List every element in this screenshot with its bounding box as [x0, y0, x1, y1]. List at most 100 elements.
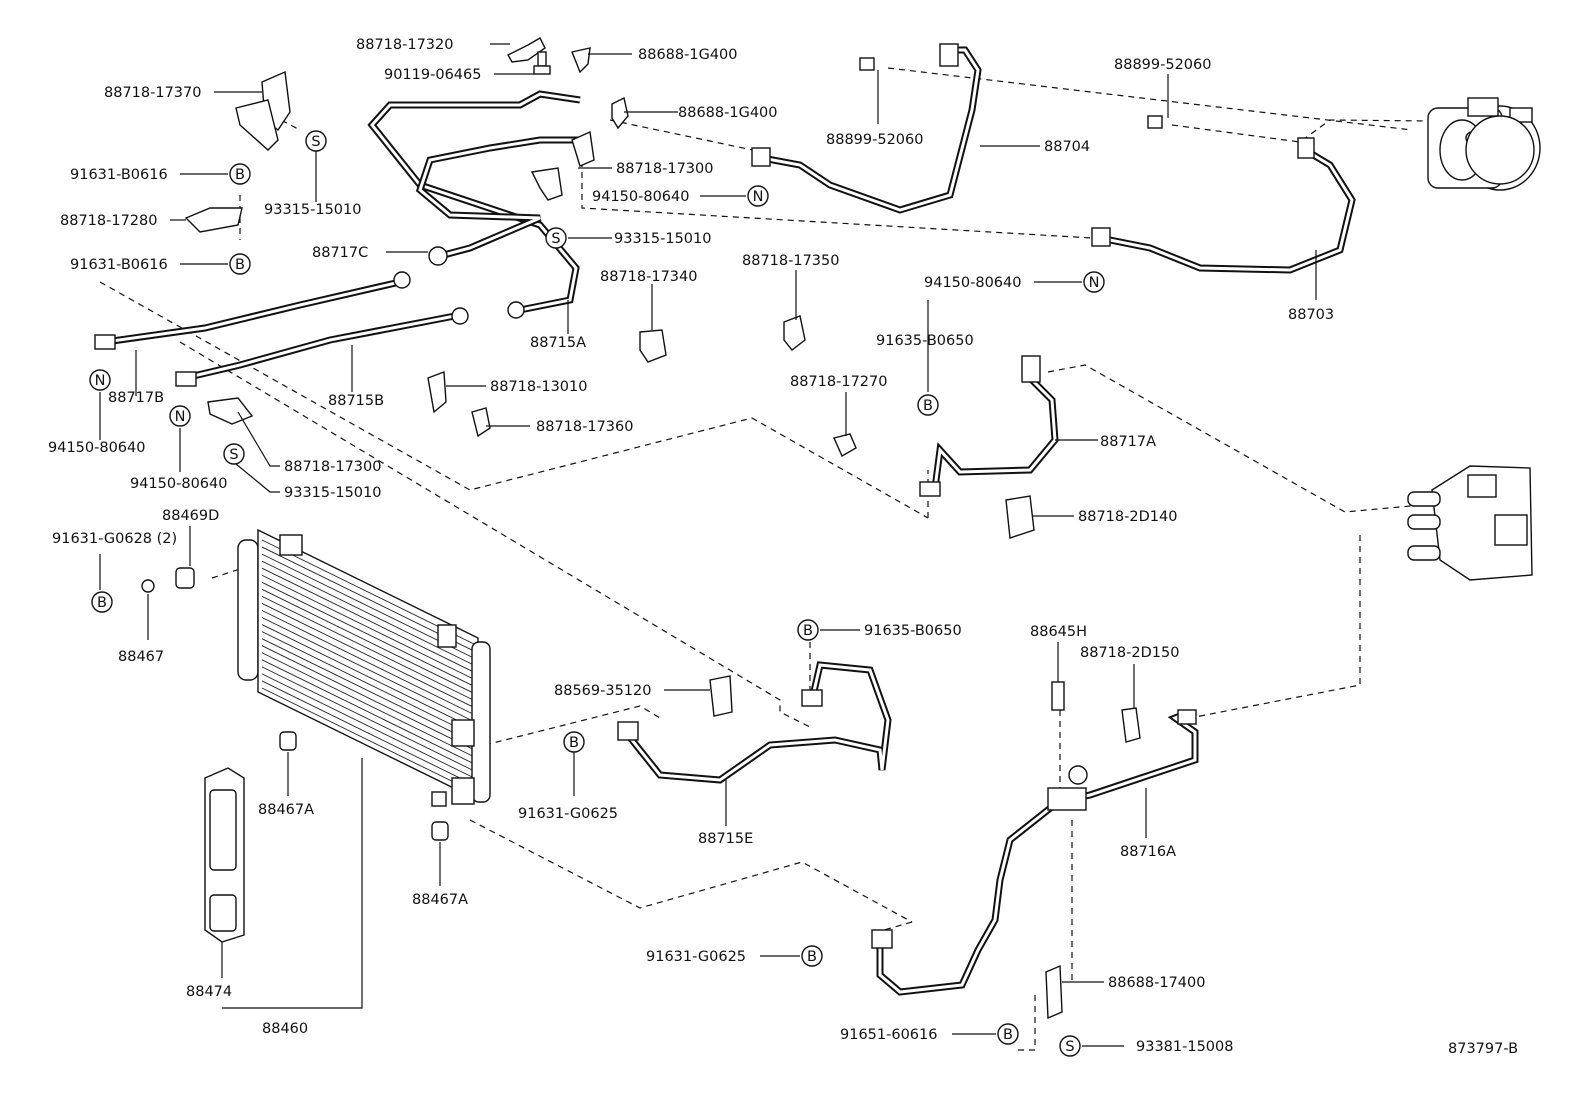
bolt-symbol-text: B — [1003, 1027, 1013, 1043]
stud-symbol-text: S — [311, 134, 320, 150]
part-label: 88718-17280 — [60, 213, 158, 229]
condenser-fin — [261, 624, 475, 729]
part-label: 88715A — [530, 335, 586, 351]
part-label: 88718-17320 — [356, 37, 454, 53]
part-label: 88467A — [258, 802, 314, 818]
condenser-fin — [261, 603, 475, 708]
part-label: 88569-35120 — [554, 683, 652, 699]
bolt-symbol: B — [797, 619, 819, 641]
part-label: 88718-17360 — [536, 419, 634, 435]
part-label: 88688-1G400 — [638, 47, 738, 63]
part-label: 88716A — [1120, 844, 1176, 860]
bolt-symbol-text: B — [235, 257, 245, 273]
condenser-fin — [261, 588, 475, 694]
symbol-circles: B S B S N N N N S B B B B B B S — [89, 130, 1105, 1057]
nut-symbol-text: N — [175, 409, 186, 425]
compressor — [1427, 97, 1541, 191]
condenser-fin — [261, 652, 475, 758]
bolt-symbol-text: B — [923, 398, 933, 414]
nut-symbol-text: N — [753, 189, 764, 205]
pipe-88717c — [415, 136, 580, 260]
part-label: 91631-G0625 — [646, 949, 746, 965]
bolt-symbol: B — [917, 394, 939, 416]
condenser-fin — [261, 560, 475, 666]
condenser-fin — [261, 638, 475, 744]
condenser-fin — [261, 631, 475, 737]
stud-symbol: S — [305, 130, 327, 152]
part-label: 88718-17270 — [790, 374, 888, 390]
pipe-88715e — [625, 661, 892, 784]
part-label: 88645H — [1030, 624, 1087, 640]
part-label: 88467A — [412, 892, 468, 908]
part-label: 93315-15010 — [264, 202, 362, 218]
part-label: 88474 — [186, 984, 232, 1000]
pipe-88715b — [184, 311, 461, 382]
condenser-fin — [261, 617, 475, 722]
nut-symbol: N — [89, 369, 111, 391]
part-label: 88718-13010 — [490, 379, 588, 395]
condenser-fin — [261, 680, 475, 786]
nut-symbol: N — [747, 185, 769, 207]
part-label: 93315-15010 — [614, 231, 712, 247]
bolt-symbol-text: B — [803, 623, 813, 639]
bolt-symbol-text: B — [569, 735, 579, 751]
pipe-88717a — [923, 375, 1059, 496]
part-label: 88718-17370 — [104, 85, 202, 101]
part-label: 88717B — [108, 390, 164, 406]
bolt-symbol-text: B — [235, 167, 245, 183]
part-label: 94150-80640 — [130, 476, 228, 492]
part-label: 88715E — [698, 831, 753, 847]
part-label: 88899-52060 — [1114, 57, 1212, 73]
pipe-88715a — [367, 90, 581, 314]
condenser-fin — [261, 581, 475, 687]
part-label: 91651-60616 — [840, 1027, 938, 1043]
part-label: 88460 — [262, 1021, 308, 1037]
condenser-fin — [261, 673, 475, 779]
stud-symbol: S — [223, 443, 245, 465]
part-label: 88688-1G400 — [678, 105, 778, 121]
part-label: 91631-G0625 — [518, 806, 618, 822]
stud-symbol: S — [545, 227, 567, 249]
part-label: 88718-17350 — [742, 253, 840, 269]
part-label: 88718-2D140 — [1078, 509, 1177, 525]
pipe-88716a — [876, 710, 1199, 996]
stud-symbol-text: S — [551, 231, 560, 247]
leader-lines — [99, 43, 1317, 1047]
bolt-symbol: B — [229, 163, 251, 185]
nut-symbol-text: N — [1089, 275, 1100, 291]
part-label: 88469D — [162, 508, 219, 524]
bolt-symbol: B — [229, 253, 251, 275]
condenser-fin — [261, 595, 475, 701]
part-label: 91635-B0650 — [876, 333, 974, 349]
condenser-fin — [261, 659, 475, 765]
drawing-number: 873797-B — [1448, 1041, 1518, 1057]
part-label: 88899-52060 — [826, 132, 924, 148]
pipe-88704 — [761, 46, 982, 214]
stud-symbol-text: S — [229, 447, 238, 463]
stud-symbol-text: S — [1065, 1039, 1074, 1055]
condenser-fin — [261, 645, 475, 751]
part-label: 88703 — [1288, 307, 1334, 323]
part-label: 93381-15008 — [1136, 1039, 1234, 1055]
condenser-fin — [261, 610, 475, 715]
part-label: 88718-17300 — [616, 161, 714, 177]
part-label: 88467 — [118, 649, 164, 665]
part-label: 88717C — [312, 245, 368, 261]
part-label: 88715B — [328, 393, 384, 409]
stud-symbol: S — [1059, 1035, 1081, 1057]
evaporator-unit — [1407, 465, 1533, 581]
condenser-fin — [261, 574, 475, 680]
bolt-symbol-text: B — [97, 595, 107, 611]
part-label: 88718-17300 — [284, 459, 382, 475]
part-label: 91635-B0650 — [864, 623, 962, 639]
part-label: 88688-17400 — [1108, 975, 1206, 991]
bolt-symbol: B — [997, 1023, 1019, 1045]
baffle-88474 — [204, 767, 245, 943]
pipe-88703 — [1099, 146, 1356, 274]
bolt-symbol: B — [801, 945, 823, 967]
condenser-fin — [261, 666, 475, 772]
part-label: 91631-G0628 (2) — [52, 531, 177, 547]
part-label: 88704 — [1044, 139, 1090, 155]
part-label: 88717A — [1100, 434, 1156, 450]
